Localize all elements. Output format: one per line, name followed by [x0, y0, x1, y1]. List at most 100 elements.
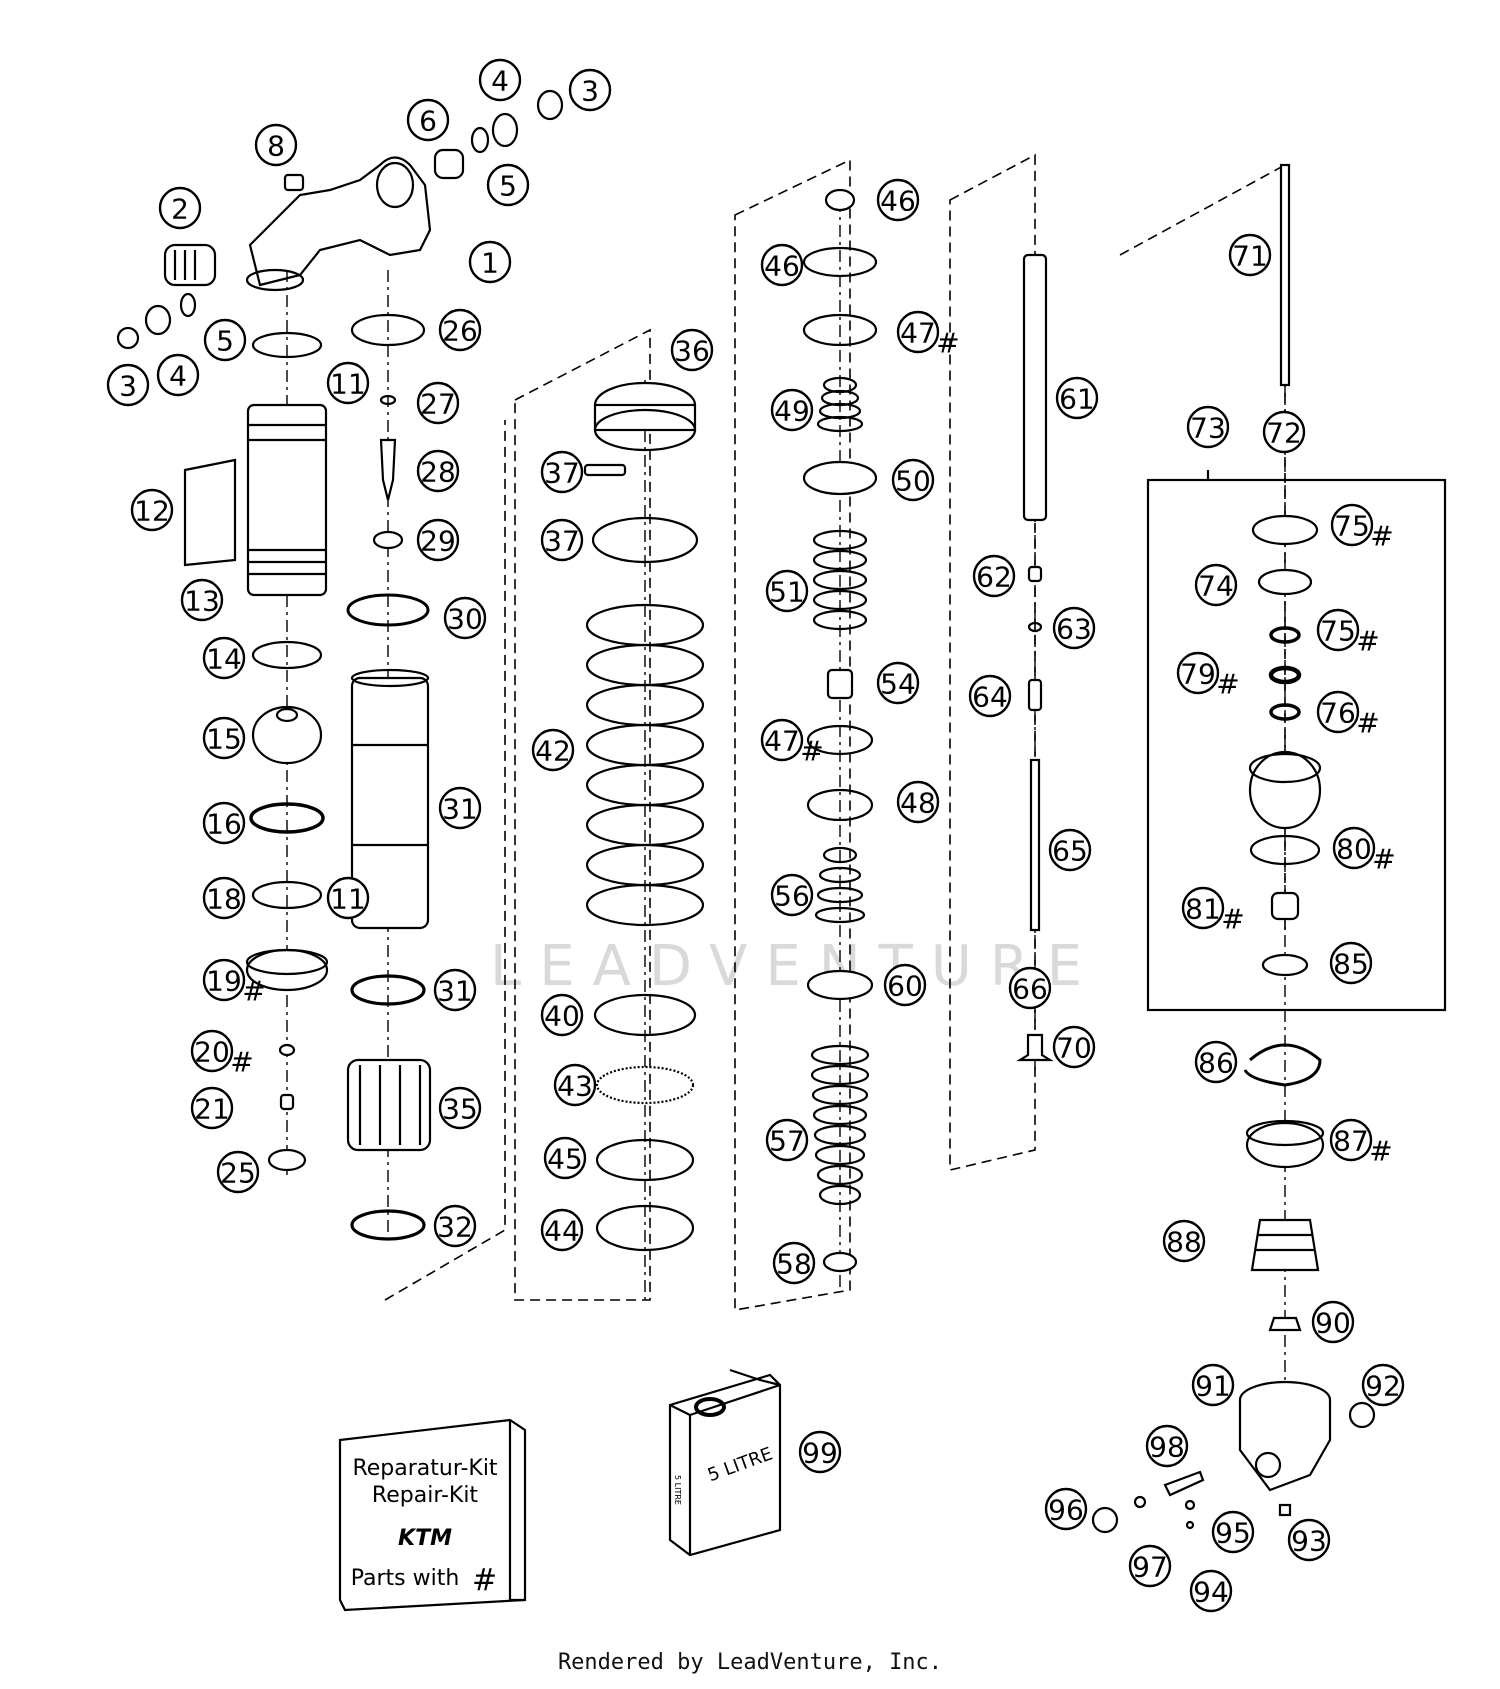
repair-kit-marker: # [1369, 1135, 1392, 1168]
callout-54: 54 [876, 661, 920, 705]
callout-43: 43 [553, 1063, 597, 1107]
part-92 [1278, 1503, 1292, 1517]
callout-37: 37 [540, 518, 584, 562]
ring-47-bottom [806, 788, 874, 822]
callout-29: 29 [416, 518, 460, 562]
callout-88: 88 [1162, 1219, 1206, 1263]
o-ring-25 [350, 313, 426, 347]
o-ring-76 [1268, 665, 1302, 685]
callout-46: 46 [876, 178, 920, 222]
svg-text:47: 47 [764, 725, 800, 758]
repair-kit-marker: # [1372, 843, 1395, 876]
valve-97 [1163, 1470, 1205, 1497]
cap-21 [267, 1148, 307, 1172]
callout-28: 28 [416, 449, 460, 493]
cap-86 [1245, 1119, 1325, 1169]
svg-text:42: 42 [535, 735, 571, 768]
kit-line3: Parts with [351, 1566, 460, 1591]
svg-text:50: 50 [895, 465, 931, 498]
svg-text:25: 25 [220, 1157, 256, 1190]
callout-47: 47# [896, 310, 960, 360]
needle-27 [379, 438, 397, 501]
svg-text:45: 45 [547, 1143, 583, 1176]
svg-text:57: 57 [769, 1125, 805, 1158]
callout-14: 14 [202, 636, 246, 680]
group-box-72 [1146, 478, 1447, 1012]
repair-kit-marker: # [1356, 625, 1379, 658]
svg-text:51: 51 [769, 576, 805, 609]
callout-71: 71 [1228, 233, 1272, 277]
watermark: LEADVENTURE [490, 934, 1100, 999]
svg-text:37: 37 [544, 457, 580, 490]
svg-text:40: 40 [544, 1000, 580, 1033]
callout-95: 95 [1211, 1510, 1255, 1554]
callout-8: 8 [254, 123, 298, 167]
cap-95 [1091, 1506, 1119, 1534]
svg-text:79: 79 [1180, 658, 1216, 691]
callout-87: 87# [1329, 1118, 1393, 1168]
svg-text:73: 73 [1190, 412, 1226, 445]
callout-51: 51 [765, 569, 809, 613]
svg-text:88: 88 [1166, 1226, 1202, 1259]
valve-20 [279, 1093, 295, 1111]
svg-text:48: 48 [900, 787, 936, 820]
repair-kit-marker: # [936, 327, 959, 360]
o-ring-79 [1249, 834, 1321, 866]
cap-18 [245, 948, 329, 992]
washer-26 [379, 394, 397, 406]
piston-rod-60 [1022, 253, 1048, 522]
svg-text:11: 11 [330, 368, 366, 401]
svg-text:60: 60 [887, 970, 923, 1003]
bushing-top [433, 148, 465, 180]
svg-text:74: 74 [1198, 570, 1234, 603]
svg-text:35: 35 [442, 1093, 478, 1126]
callout-4: 4 [156, 353, 200, 397]
svg-text:14: 14 [206, 643, 242, 676]
bushing-left [116, 292, 197, 350]
shock-head [245, 156, 432, 292]
oil-can-98: 5 LITRE 5 LITRE [668, 1368, 782, 1557]
o-ring-75-top [1269, 626, 1301, 644]
group-outline-spring [514, 328, 651, 1301]
svg-text:65: 65 [1052, 835, 1088, 868]
callout-58: 58 [772, 1241, 816, 1285]
ball-19 [278, 1043, 296, 1057]
ring-44 [595, 1138, 695, 1182]
ring-16 [249, 802, 325, 834]
o-ring-11-bottom [251, 880, 323, 910]
repair-kit-marker: # [1356, 707, 1379, 740]
svg-text:28: 28 [420, 456, 456, 489]
callout-73: 73 [1186, 405, 1230, 449]
svg-text:49: 49 [774, 395, 810, 428]
repair-kit-marker: # [1221, 903, 1244, 936]
callout-72: 72 [1262, 410, 1306, 454]
callout-99: 99 [798, 1430, 842, 1474]
svg-text:85: 85 [1333, 948, 1369, 981]
callout-13: 13 [180, 578, 224, 622]
repair-kit-marker: # [230, 1046, 253, 1079]
callout-35: 35 [438, 1086, 482, 1130]
svg-text:72: 72 [1266, 417, 1302, 450]
rod-64 [1029, 758, 1041, 932]
svg-text:13: 13 [184, 585, 220, 618]
callout-46: 46 [760, 243, 804, 287]
ring-42 [595, 1065, 695, 1105]
svg-text:3: 3 [119, 370, 137, 403]
callout-4: 4 [478, 58, 522, 102]
shim-stack-50 [812, 529, 868, 631]
callout-26: 26 [438, 308, 482, 352]
svg-text:91: 91 [1195, 1370, 1231, 1403]
svg-text:20: 20 [194, 1036, 230, 1069]
callout-57: 57 [765, 1118, 809, 1162]
svg-text:63: 63 [1056, 613, 1092, 646]
svg-text:5: 5 [499, 170, 517, 203]
kit-line1: Reparatur-Kit [352, 1456, 497, 1481]
callout-85: 85 [1329, 941, 1373, 985]
callout-30: 30 [443, 596, 487, 640]
callout-62: 62 [972, 554, 1016, 598]
part-81 [1261, 953, 1309, 977]
callout-75: 75# [1316, 608, 1380, 658]
repair-kit-marker: # [1216, 668, 1239, 701]
callout-3: 3 [568, 68, 612, 112]
clevis-90 [1238, 1380, 1332, 1492]
